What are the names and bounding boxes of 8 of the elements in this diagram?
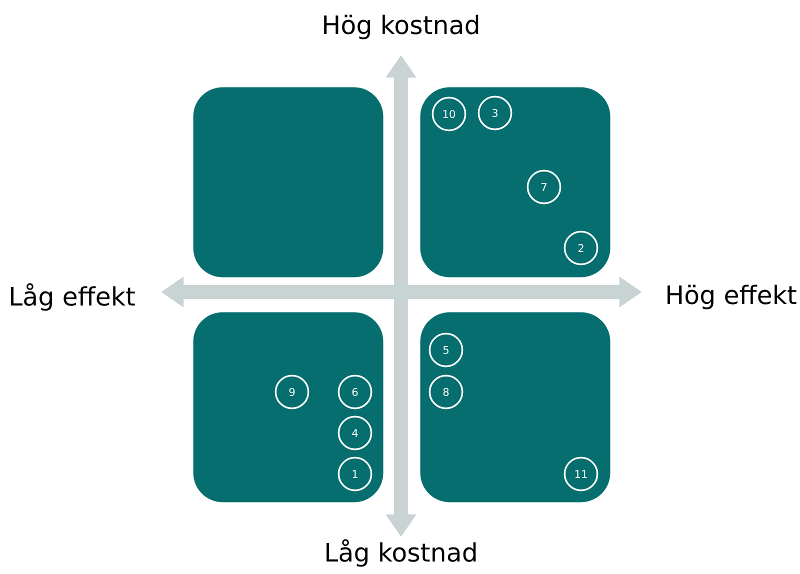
quadrant-box	[193, 87, 384, 278]
axis-label: Låg effekt	[11, 283, 135, 311]
axis-label: Låg kostnad	[326, 539, 476, 567]
axis-label: Hög kostnad	[324, 14, 478, 40]
quadrant-box	[193, 312, 384, 502]
quadrant-box	[420, 312, 610, 502]
axis-label: Hög effekt	[668, 284, 796, 310]
quadrant-box	[420, 87, 610, 278]
